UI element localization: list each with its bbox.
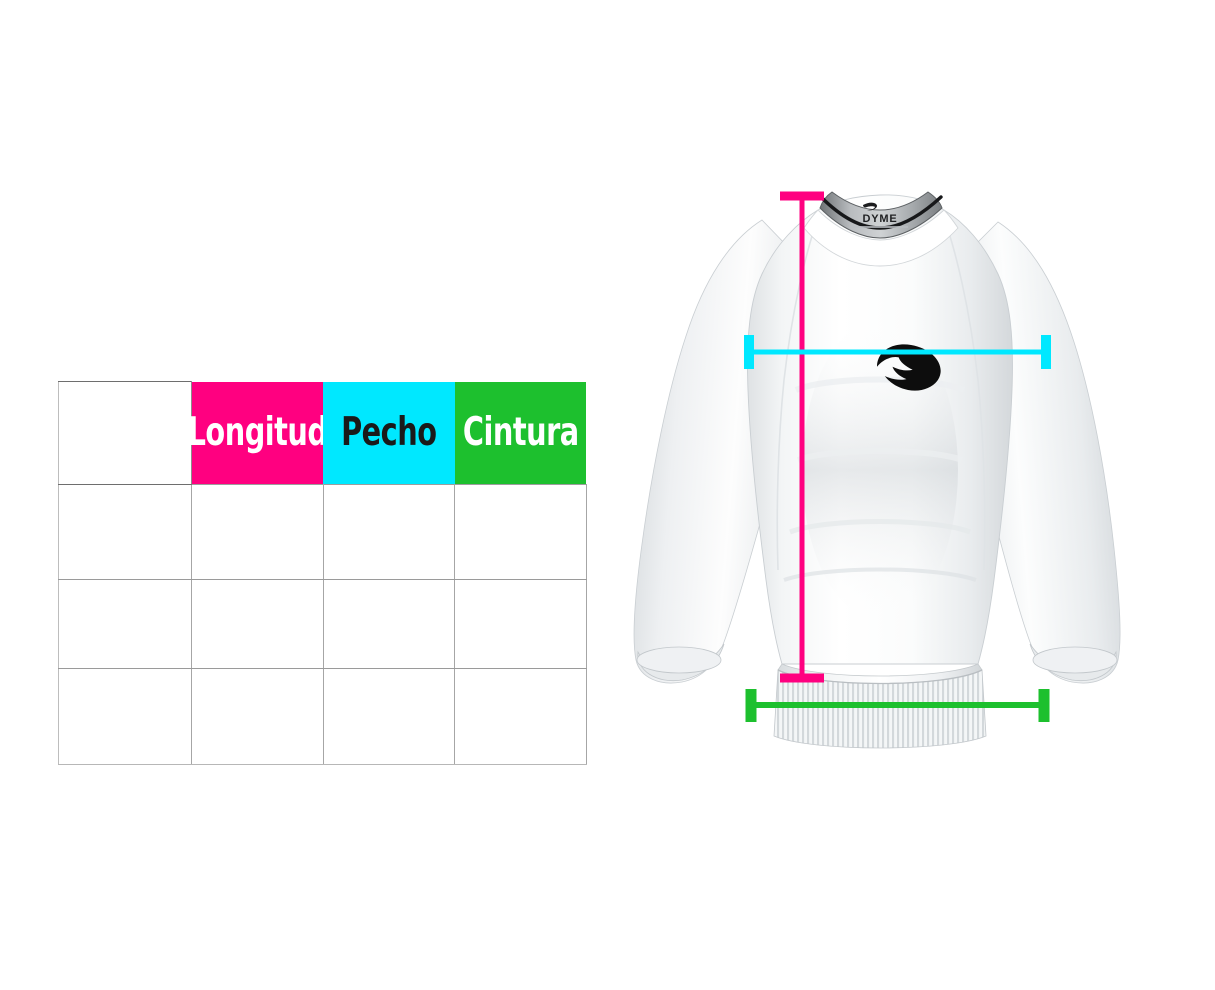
measurement-cintura xyxy=(745,689,1050,722)
neck-label-brand-text: DYME xyxy=(863,213,898,225)
cell-size xyxy=(58,483,192,580)
header-longitud-label: Longitud xyxy=(187,410,328,455)
cell-longitud xyxy=(191,578,324,669)
header-pecho-label: Pecho xyxy=(341,410,437,455)
cell-cintura xyxy=(454,667,587,765)
header-cell-cintura: Cintura xyxy=(454,381,587,484)
size-chart-table: Longitud Pecho Cintura xyxy=(58,381,587,765)
cell-longitud xyxy=(191,483,324,580)
table-corner-cell xyxy=(58,381,192,485)
table-header-row: Longitud Pecho Cintura xyxy=(58,381,587,485)
cell-pecho xyxy=(322,483,456,580)
chest-logo-icon xyxy=(877,344,941,391)
collar xyxy=(803,191,959,267)
garment-illustration: DYME xyxy=(612,140,1152,760)
waistband-hem xyxy=(773,663,987,749)
table-row xyxy=(58,483,587,580)
header-cintura-label: Cintura xyxy=(462,410,579,455)
cell-pecho xyxy=(322,667,456,765)
neck-label: DYME xyxy=(852,202,908,228)
table-row xyxy=(58,578,587,669)
header-cell-pecho: Pecho xyxy=(323,381,455,484)
cell-size xyxy=(58,667,192,765)
shirt-body xyxy=(747,194,1013,665)
table-row xyxy=(58,667,587,765)
header-cell-longitud: Longitud xyxy=(187,381,328,484)
measurement-pecho xyxy=(744,335,1051,369)
cell-longitud xyxy=(191,667,324,765)
cell-cintura xyxy=(454,483,587,580)
cell-size xyxy=(58,578,192,669)
cell-pecho xyxy=(322,578,456,669)
table-body xyxy=(58,483,587,765)
measurement-longitud xyxy=(780,191,824,683)
cell-cintura xyxy=(454,578,587,669)
